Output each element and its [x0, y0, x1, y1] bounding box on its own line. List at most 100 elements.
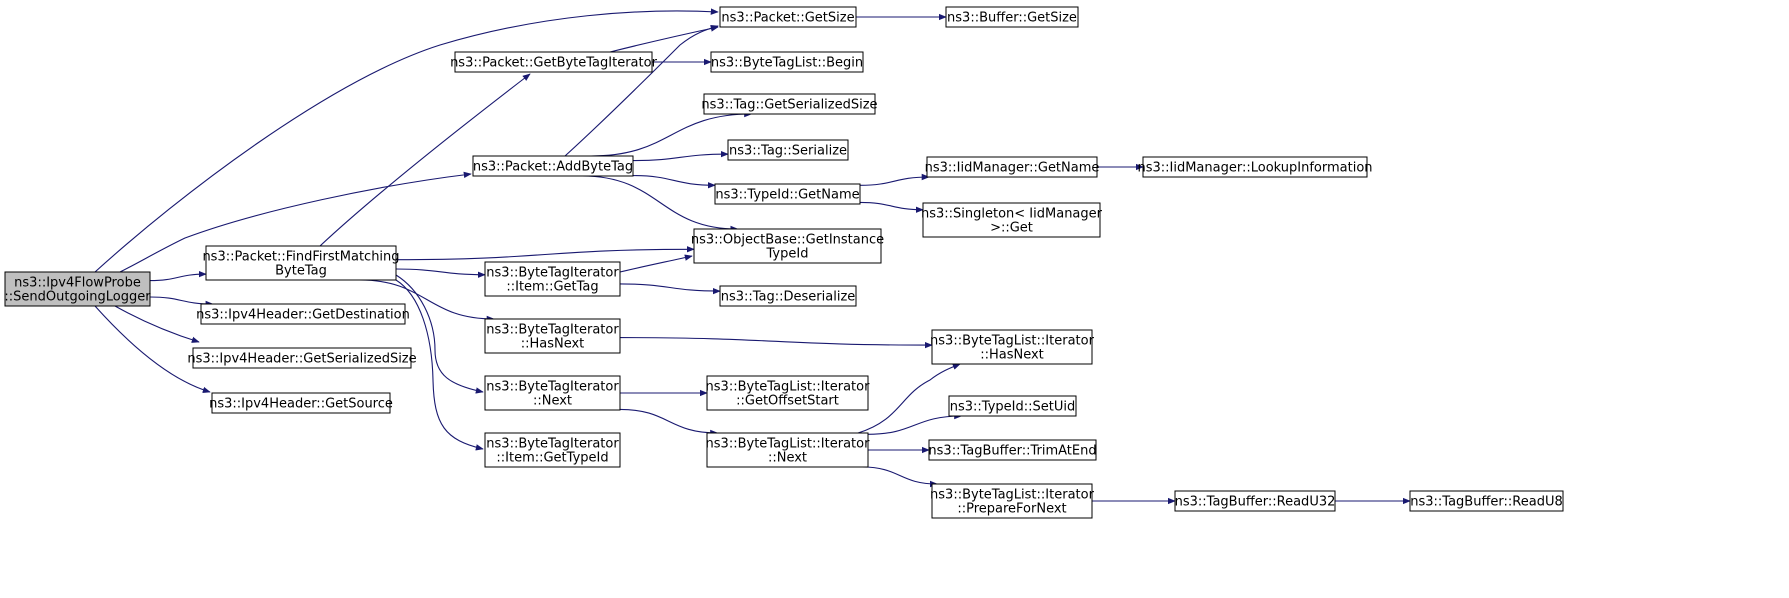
node-tag-buffer-trim-at-end[interactable]: ns3::TagBuffer::TrimAtEnd: [928, 439, 1097, 461]
node-label: ns3::ByteTagIterator: [486, 323, 619, 338]
edge-send-outgoing-logger-to-packet-add-byte-tag: [119, 171, 472, 273]
node-box: [706, 432, 869, 468]
edge-packet-add-byte-tag-to-object-base-get-instance-type-id: [582, 175, 739, 233]
node-box: [454, 51, 653, 73]
node-label: ns3::ByteTagList::Iterator: [706, 437, 871, 452]
node-label: ::PrepareForNext: [957, 502, 1066, 517]
edge-packet-find-first-matching-byte-tag-to-byte-tag-iterator-item-get-type-id: [395, 279, 484, 451]
edge-byte-tag-list-iterator-next-to-byte-tag-list-iterator-has-next: [857, 363, 961, 434]
node-ipv4-header-get-source[interactable]: ns3::Ipv4Header::GetSource: [209, 392, 393, 414]
node-box: [706, 375, 869, 411]
node-label: ::GetOffsetStart: [736, 394, 839, 409]
node-box: [719, 6, 857, 28]
node-byte-tag-iterator-item-get-tag[interactable]: ns3::ByteTagIterator::Item::GetTag: [484, 261, 621, 297]
node-type-id-get-name[interactable]: ns3::TypeId::GetName: [714, 183, 861, 205]
node-tag-serialize[interactable]: ns3::Tag::Serialize: [727, 139, 849, 161]
edge-packet-find-first-matching-byte-tag-to-byte-tag-iterator-item-get-tag: [395, 268, 486, 278]
node-label: ns3::Packet::GetByteTagIterator: [450, 56, 658, 71]
node-packet-get-byte-tag-iterator[interactable]: ns3::Packet::GetByteTagIterator: [450, 51, 658, 73]
node-box: [205, 245, 397, 281]
node-box: [727, 139, 849, 161]
node-packet-get-size[interactable]: ns3::Packet::GetSize: [719, 6, 857, 28]
node-label: ns3::Tag::GetSerializedSize: [701, 98, 877, 113]
edge-byte-tag-list-iterator-next-to-byte-tag-list-iterator-prepare-for-next: [862, 466, 938, 488]
node-box: [703, 93, 876, 115]
node-label: ns3::Tag::Serialize: [729, 144, 847, 159]
node-byte-tag-iterator-has-next[interactable]: ns3::ByteTagIterator::HasNext: [484, 318, 621, 354]
edge-packet-find-first-matching-byte-tag-to-packet-get-byte-tag-iterator: [319, 73, 531, 247]
node-byte-tag-list-iterator-get-offset-start[interactable]: ns3::ByteTagList::Iterator::GetOffsetSta…: [706, 375, 871, 411]
edge-packet-find-first-matching-byte-tag-to-byte-tag-iterator-next: [395, 274, 484, 394]
edge-byte-tag-iterator-item-get-tag-to-object-base-get-instance-type-id: [619, 254, 693, 273]
node-label: ns3::IidManager::GetName: [925, 161, 1100, 176]
node-byte-tag-list-begin[interactable]: ns3::ByteTagList::Begin: [710, 51, 864, 73]
edge-packet-add-byte-tag-to-tag-get-serialized-size: [591, 110, 753, 157]
node-label: ns3::ByteTagIterator: [486, 266, 619, 281]
edge-packet-find-first-matching-byte-tag-to-object-base-get-instance-type-id: [395, 246, 695, 261]
edge-packet-add-byte-tag-to-type-id-get-name: [632, 175, 716, 189]
node-label: ns3::ByteTagList::Begin: [711, 56, 863, 71]
edge-byte-tag-list-iterator-next-to-type-id-set-uid: [867, 412, 963, 435]
node-box: [1174, 490, 1336, 512]
node-buffer-get-size[interactable]: ns3::Buffer::GetSize: [945, 6, 1079, 28]
node-label: ns3::ByteTagIterator: [486, 437, 619, 452]
node-byte-tag-list-iterator-has-next[interactable]: ns3::ByteTagList::Iterator::HasNext: [930, 329, 1095, 365]
node-label: ::SendOutgoingLogger: [4, 290, 151, 305]
node-byte-tag-list-iterator-next[interactable]: ns3::ByteTagList::Iterator::Next: [706, 432, 871, 468]
edge-send-outgoing-logger-to-packet-get-size: [94, 8, 719, 273]
node-label: ns3::Buffer::GetSize: [947, 11, 1077, 26]
node-label: ns3::Packet::GetSize: [721, 11, 854, 26]
node-label: ByteTag: [275, 264, 327, 279]
node-box: [922, 202, 1101, 238]
node-label: ::Next: [533, 394, 572, 409]
node-tag-buffer-read-u32[interactable]: ns3::TagBuffer::ReadU32: [1174, 490, 1336, 512]
node-label: ns3::Ipv4Header::GetSerializedSize: [187, 352, 416, 367]
node-label: >::Get: [990, 221, 1033, 236]
node-label: ns3::TagBuffer::ReadU32: [1175, 495, 1336, 510]
node-byte-tag-iterator-next[interactable]: ns3::ByteTagIterator::Next: [484, 375, 621, 411]
node-label: ns3::Ipv4Header::GetSource: [209, 397, 393, 412]
node-tag-deserialize[interactable]: ns3::Tag::Deserialize: [719, 285, 857, 307]
node-label: ns3::Tag::Deserialize: [721, 290, 856, 305]
node-label: ns3::TagBuffer::ReadU8: [1410, 495, 1563, 510]
node-box: [945, 6, 1079, 28]
node-label: ns3::ByteTagList::Iterator: [930, 488, 1095, 503]
node-label: ::Item::GetTypeId: [496, 451, 608, 466]
node-box: [484, 432, 621, 468]
node-ipv4-header-get-serialized-size[interactable]: ns3::Ipv4Header::GetSerializedSize: [187, 347, 417, 369]
node-label: ns3::ByteTagList::Iterator: [930, 334, 1095, 349]
node-label: ns3::Packet::FindFirstMatching: [202, 250, 399, 265]
edge-packet-add-byte-tag-to-packet-get-size: [564, 25, 719, 157]
node-box: [948, 395, 1077, 417]
node-ipv4-header-get-destination[interactable]: ns3::Ipv4Header::GetDestination: [196, 303, 410, 325]
node-label: ns3::Ipv4Header::GetDestination: [196, 308, 410, 323]
node-box: [926, 156, 1098, 178]
node-packet-add-byte-tag[interactable]: ns3::Packet::AddByteTag: [472, 155, 634, 177]
edge-byte-tag-iterator-next-to-byte-tag-list-iterator-next: [619, 408, 719, 437]
node-box: [928, 439, 1097, 461]
node-byte-tag-iterator-item-get-type-id[interactable]: ns3::ByteTagIterator::Item::GetTypeId: [484, 432, 621, 468]
node-label: ns3::IidManager::LookupInformation: [1137, 161, 1372, 176]
node-type-id-set-uid[interactable]: ns3::TypeId::SetUid: [948, 395, 1077, 417]
node-byte-tag-list-iterator-prepare-for-next[interactable]: ns3::ByteTagList::Iterator::PrepareForNe…: [930, 483, 1095, 519]
node-box: [4, 271, 151, 307]
node-box: [484, 318, 621, 354]
node-box: [484, 375, 621, 411]
nodes-layer: ns3::Ipv4FlowProbe::SendOutgoingLoggerns…: [4, 6, 1564, 519]
node-iid-manager-lookup-information[interactable]: ns3::IidManager::LookupInformation: [1137, 156, 1373, 178]
node-label: ns3::TypeId::SetUid: [950, 400, 1075, 415]
node-tag-buffer-read-u8[interactable]: ns3::TagBuffer::ReadU8: [1409, 490, 1564, 512]
node-box: [1142, 156, 1368, 178]
node-box: [211, 392, 391, 414]
node-tag-get-serialized-size[interactable]: ns3::Tag::GetSerializedSize: [701, 93, 878, 115]
node-iid-manager-get-name[interactable]: ns3::IidManager::GetName: [925, 156, 1100, 178]
edge-send-outgoing-logger-to-ipv4-header-get-destination: [149, 296, 214, 308]
node-label: ns3::Singleton< IidManager: [921, 207, 1103, 222]
node-label: ns3::ObjectBase::GetInstance: [691, 233, 884, 248]
node-label: TypeId: [766, 247, 809, 262]
node-label: ns3::Ipv4FlowProbe: [14, 276, 141, 291]
node-singleton-get[interactable]: ns3::Singleton< IidManager>::Get: [921, 202, 1103, 238]
node-send-outgoing-logger[interactable]: ns3::Ipv4FlowProbe::SendOutgoingLogger: [4, 271, 151, 307]
